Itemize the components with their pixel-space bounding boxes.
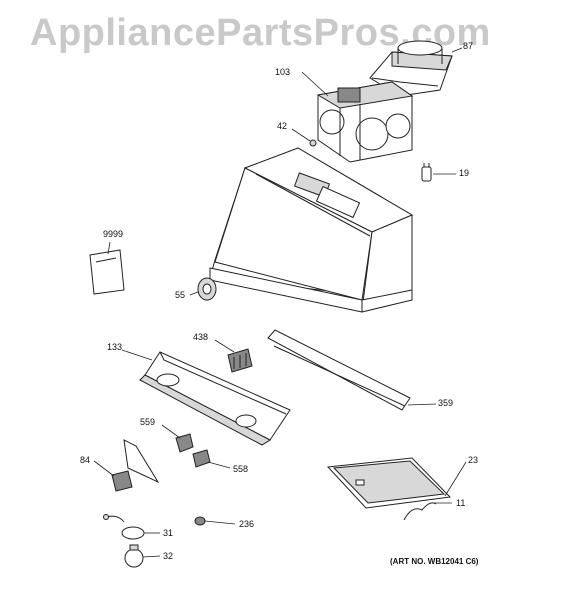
- leader-lines: [93, 47, 467, 558]
- part-label-19: 19: [459, 168, 470, 178]
- front-rail-359: [267, 329, 411, 411]
- fitting-55: [197, 277, 217, 301]
- part-label-9999: 9999: [103, 229, 124, 239]
- blower-housing-103: [316, 81, 414, 163]
- part-label-23: 23: [468, 455, 479, 465]
- switch-558: [192, 449, 211, 468]
- lamp-socket-31: [103, 514, 145, 540]
- part-label-438: 438: [193, 332, 209, 342]
- part-label-84: 84: [80, 455, 91, 465]
- part-label-133: 133: [107, 342, 123, 352]
- part-label-559: 559: [140, 417, 156, 427]
- handle-11: [403, 502, 437, 521]
- capacitor-19: [421, 163, 432, 182]
- control-tray-133: [139, 351, 291, 446]
- switch-559: [175, 433, 194, 453]
- screw-42: [309, 139, 317, 147]
- part-label-42: 42: [277, 121, 288, 131]
- hood-body: [209, 147, 414, 313]
- part-label-236: 236: [239, 519, 255, 529]
- fastener-236: [194, 516, 206, 526]
- part-label-55: 55: [175, 290, 186, 300]
- part-label-103: 103: [275, 67, 291, 77]
- part-label-558: 558: [233, 464, 249, 474]
- bulb-32: [124, 544, 144, 568]
- transformer-84: [111, 439, 160, 492]
- part-label-87: 87: [463, 41, 474, 51]
- art-number: (ART NO. WB12041 C6): [390, 557, 479, 566]
- part-label-32: 32: [163, 551, 174, 561]
- terminal-block-438: [227, 348, 253, 373]
- filter-23: [326, 457, 452, 509]
- part-label-359: 359: [438, 398, 454, 408]
- part-label-11: 11: [456, 498, 466, 508]
- part-label-31: 31: [163, 528, 174, 538]
- manual-9999: [89, 249, 125, 295]
